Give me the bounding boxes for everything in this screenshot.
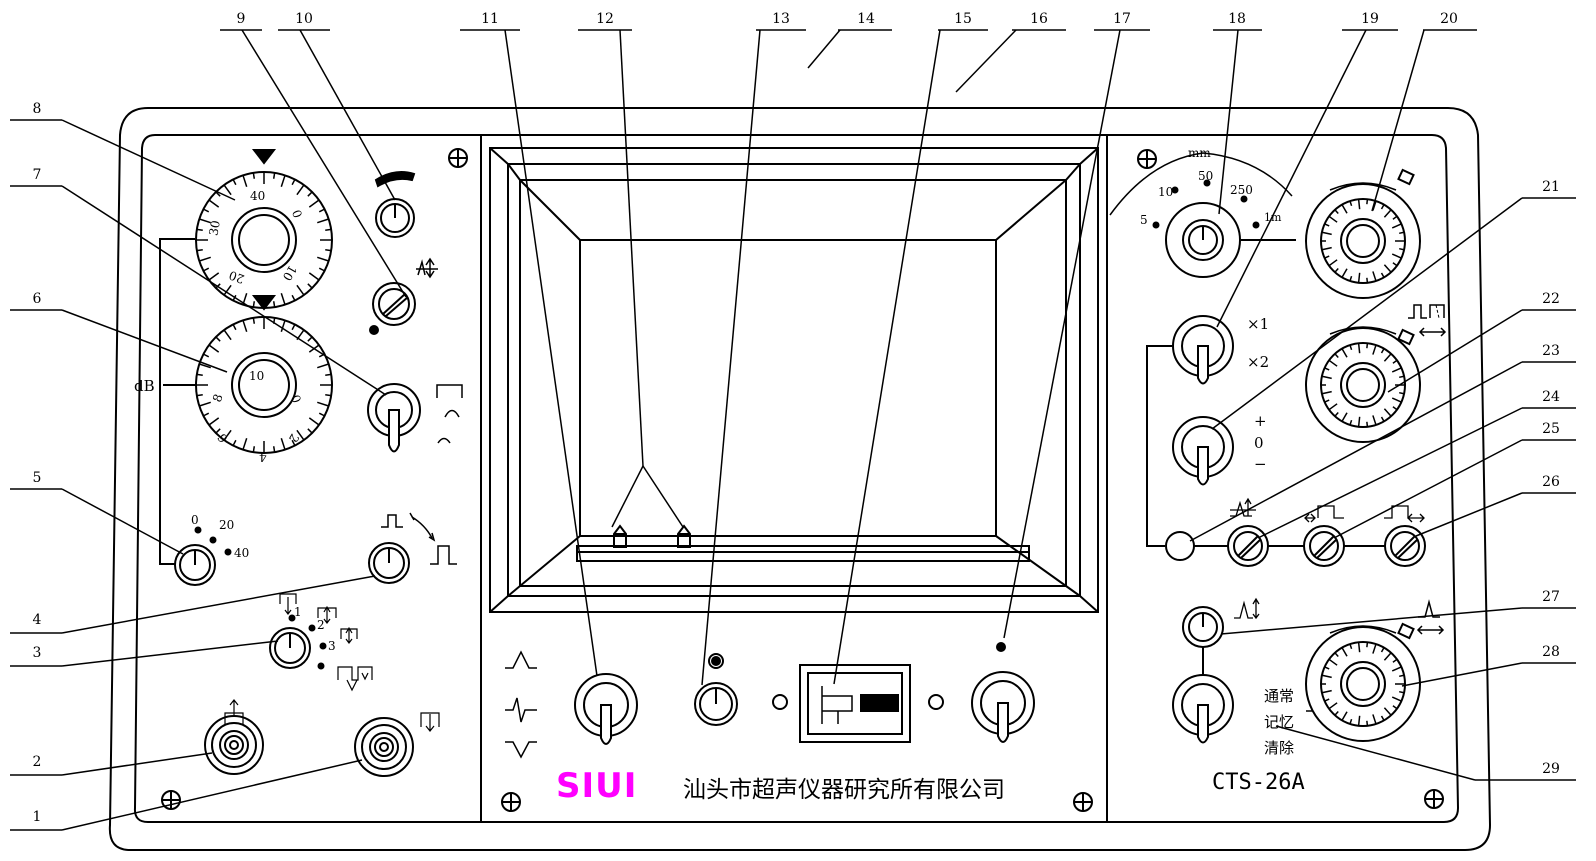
indicator-window — [772, 664, 944, 743]
db-label: dB — [134, 377, 155, 395]
gain-coarse-dial-ticks — [196, 172, 332, 308]
callout-13: 13 — [772, 11, 790, 27]
range-position-label: 5 — [1140, 213, 1148, 227]
model-number: CTS-26A — [1212, 770, 1305, 795]
callout-20: 20 — [1440, 11, 1458, 27]
inner-panel — [133, 134, 1460, 823]
polarity-plus-label: + — [1254, 412, 1267, 430]
polarity-minus-label: − — [1254, 455, 1267, 473]
callout-7: 7 — [32, 167, 42, 183]
callout-15: 15 — [954, 11, 972, 27]
callout-27: 27 — [1542, 589, 1560, 605]
attenuator-position-label: 0 — [191, 513, 199, 527]
crt-screen — [489, 147, 1099, 613]
intensity-knob — [374, 171, 416, 238]
callout-6: 6 — [32, 291, 42, 307]
callout-21: 21 — [1542, 179, 1560, 195]
attenuator-knob — [174, 526, 232, 586]
callout-4: 4 — [32, 612, 42, 628]
callout-11: 11 — [481, 11, 499, 27]
callout-1: 1 — [32, 809, 42, 825]
pulse-width-knob — [368, 512, 457, 584]
callout-29: 29 — [1542, 761, 1560, 777]
callout-19: 19 — [1361, 11, 1379, 27]
gain-fine-tick-label: 4 — [259, 450, 267, 464]
transmitter-connector — [204, 699, 264, 775]
multiplier-toggle — [1146, 315, 1234, 547]
callout-12: 12 — [596, 11, 614, 27]
brand-logo: SIUI — [556, 766, 638, 806]
range-position-label: 1m — [1264, 211, 1282, 224]
company-name: 汕头市超声仪器研究所有限公司 — [683, 777, 1005, 803]
gate-position-dial-ticks — [1321, 642, 1405, 726]
mode-position-label: 3 — [328, 639, 336, 653]
gain-coarse-tick-label: 30 — [206, 219, 223, 237]
receiver-connector — [354, 712, 440, 777]
filter-shape-icons — [436, 384, 463, 444]
gain-fine-dial-ticks — [196, 317, 332, 453]
gain-fine-tick-label: 10 — [249, 369, 265, 383]
pulse-shift-dial-ticks — [1321, 343, 1405, 427]
callout-16: 16 — [1030, 11, 1048, 27]
memory-normal-label: 通常 — [1264, 687, 1295, 705]
callout-5: 5 — [32, 470, 42, 486]
polarity-toggle — [1172, 416, 1234, 486]
callout-18: 18 — [1228, 11, 1246, 27]
fine-range-dial-ticks — [1321, 199, 1405, 283]
mode-position-label: 2 — [317, 618, 325, 632]
brightness-knob — [694, 653, 738, 726]
mode-position-label: 1 — [294, 605, 302, 619]
filter-toggle — [367, 383, 421, 453]
memory-store-label: 记忆 — [1264, 713, 1295, 731]
range-position-label: 250 — [1230, 183, 1253, 197]
callout-28: 28 — [1542, 644, 1560, 660]
range-switch — [1109, 152, 1296, 278]
range-position-label: 10 — [1158, 185, 1174, 199]
attenuator-position-label: 40 — [234, 546, 250, 560]
callout-9: 9 — [236, 11, 246, 27]
mode-selector-knob — [269, 593, 373, 692]
bottom-row-controls — [1165, 497, 1426, 567]
memory-toggle — [1172, 674, 1234, 744]
callout-23: 23 — [1542, 343, 1560, 359]
multiplier-x2-label: ×2 — [1247, 353, 1270, 371]
focus-screw — [369, 282, 416, 335]
alarm-level-knob — [1182, 597, 1260, 675]
callout-17: 17 — [1113, 11, 1131, 27]
fine-range-dial — [1305, 168, 1421, 299]
range-unit-label: mm — [1188, 146, 1211, 160]
callout-14: 14 — [857, 11, 875, 27]
screw-icon — [161, 148, 1444, 812]
gain-coarse-tick-label: 40 — [250, 189, 266, 203]
multiplier-x1-label: ×1 — [1247, 315, 1270, 333]
callout-10: 10 — [295, 11, 313, 27]
callout-24: 24 — [1542, 389, 1560, 405]
leader-lines — [10, 29, 1576, 831]
vertical-position-icon — [416, 257, 438, 279]
callout-8: 8 — [32, 101, 42, 117]
callout-2: 2 — [32, 754, 42, 770]
memory-clear-label: 清除 — [1264, 739, 1295, 757]
attenuator-position-label: 20 — [219, 518, 235, 532]
outer-casing — [108, 107, 1492, 851]
db-bracket — [159, 238, 195, 565]
range-position-label: 50 — [1198, 169, 1214, 183]
power-toggle — [971, 642, 1035, 743]
callout-25: 25 — [1542, 421, 1560, 437]
callout-22: 22 — [1542, 291, 1560, 307]
callout-3: 3 — [32, 645, 42, 661]
detection-toggle — [505, 650, 638, 759]
callout-26: 26 — [1542, 474, 1560, 490]
polarity-zero-label: 0 — [1254, 434, 1264, 452]
